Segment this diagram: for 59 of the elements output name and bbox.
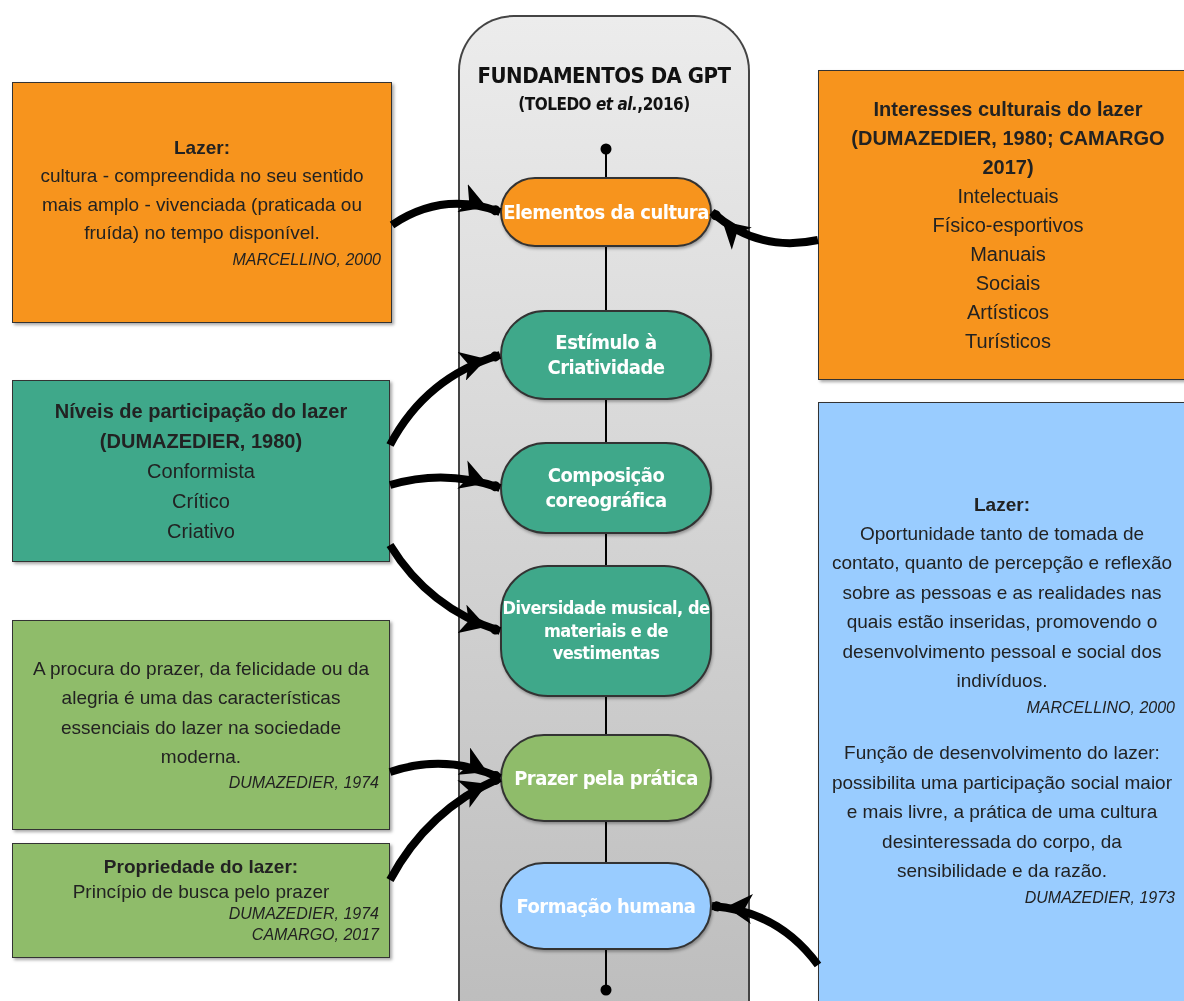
citation: MARCELLINO, 2000 xyxy=(1025,697,1175,718)
curved-arrow xyxy=(711,895,822,968)
pill-node xyxy=(500,734,712,822)
box-text: cultura - compreendida no seu sentido mais amplo - vivenciada (praticada ou fruída) no tempo disponível. xyxy=(39,164,365,245)
citation: CAMARGO, 2017 xyxy=(250,925,379,946)
box-text: Princípio de busca pelo prazer xyxy=(71,879,331,904)
citation: MARCELLINO, 2000 xyxy=(231,249,381,270)
concept-box xyxy=(12,620,390,830)
pill-node xyxy=(500,177,712,247)
box-text: Oportunidade tanto de tomada de contato, quanto de percepção e reflexão sobre as pessoas e as realidades nas quais estão inseridas, promovendo o desenvolvimento pessoal e social dos indivíduos. xyxy=(830,522,1174,694)
concept-box xyxy=(818,70,1184,380)
box-text: Criativo xyxy=(166,519,236,544)
curved-arrow xyxy=(386,542,502,635)
box-text: Conformista xyxy=(146,459,256,484)
panel-subtitle: (TOLEDO et al.,2016) xyxy=(518,94,690,114)
connector-line xyxy=(605,399,607,443)
citation: DUMAZEDIER, 1974 xyxy=(227,904,379,925)
column-panel xyxy=(458,15,750,1001)
box-text: Função de desenvolvimento do lazer: possibilita uma participação social maior e mais livre, a prática de uma cultura desinteressada do corpo, da sensibilidade e da razão. xyxy=(830,741,1173,884)
pill-label: Prazer pela prática xyxy=(514,765,698,791)
connector-line xyxy=(605,246,607,311)
concept-box xyxy=(818,402,1184,1001)
box-text: Físico-esportivos xyxy=(931,212,1085,238)
box-text: Artísticos xyxy=(965,299,1051,325)
concept-box xyxy=(12,843,390,958)
box-heading: Propriedade do lazer: xyxy=(102,855,300,879)
curved-arrow xyxy=(386,351,502,447)
box-text: A procura do prazer, da felicidade ou da alegria é uma das características essenciais do lazer na sociedade moderna. xyxy=(32,656,370,770)
citation: DUMAZEDIER, 1973 xyxy=(1023,887,1175,908)
connector-line xyxy=(605,821,607,863)
pill-node xyxy=(500,862,712,950)
connector-line xyxy=(605,696,607,735)
pill-label: Formação humana xyxy=(516,893,696,919)
concept-box xyxy=(12,380,390,562)
curved-arrow xyxy=(388,461,502,492)
curved-arrow xyxy=(709,208,819,250)
box-text: Crítico xyxy=(171,489,231,514)
connector-line xyxy=(600,143,612,178)
pill-label: Diversidade musical, de materiais e de vestimentas xyxy=(502,597,710,665)
pill-label: Estímulo à Criatividade xyxy=(546,330,666,380)
pill-node xyxy=(500,310,712,400)
connector-line xyxy=(600,949,612,996)
pill-node xyxy=(500,442,712,534)
citation: DUMAZEDIER, 1974 xyxy=(227,773,379,794)
box-heading: Lazer: xyxy=(973,492,1031,517)
panel-title: FUNDAMENTOS DA GPT xyxy=(477,63,731,88)
pill-node xyxy=(500,565,712,697)
box-heading: Interesses culturais do lazer (DUMAZEDIER, 1980; CAMARGO 2017) xyxy=(850,96,1166,180)
box-text: Turísticos xyxy=(964,328,1052,354)
curved-arrow xyxy=(389,185,502,229)
box-text: Manuais xyxy=(969,241,1047,267)
connector-line xyxy=(605,533,607,566)
box-heading: Níveis de participação do lazer (DUMAZEDIER, 1980) xyxy=(53,399,349,454)
box-text: Sociais xyxy=(974,270,1042,296)
box-heading: Lazer: xyxy=(173,135,231,160)
pill-label: Composição coreográfica xyxy=(544,463,668,513)
box-text: Intelectuais xyxy=(956,183,1060,209)
concept-box xyxy=(12,82,392,323)
pill-label: Elementos da cultura xyxy=(503,199,709,225)
